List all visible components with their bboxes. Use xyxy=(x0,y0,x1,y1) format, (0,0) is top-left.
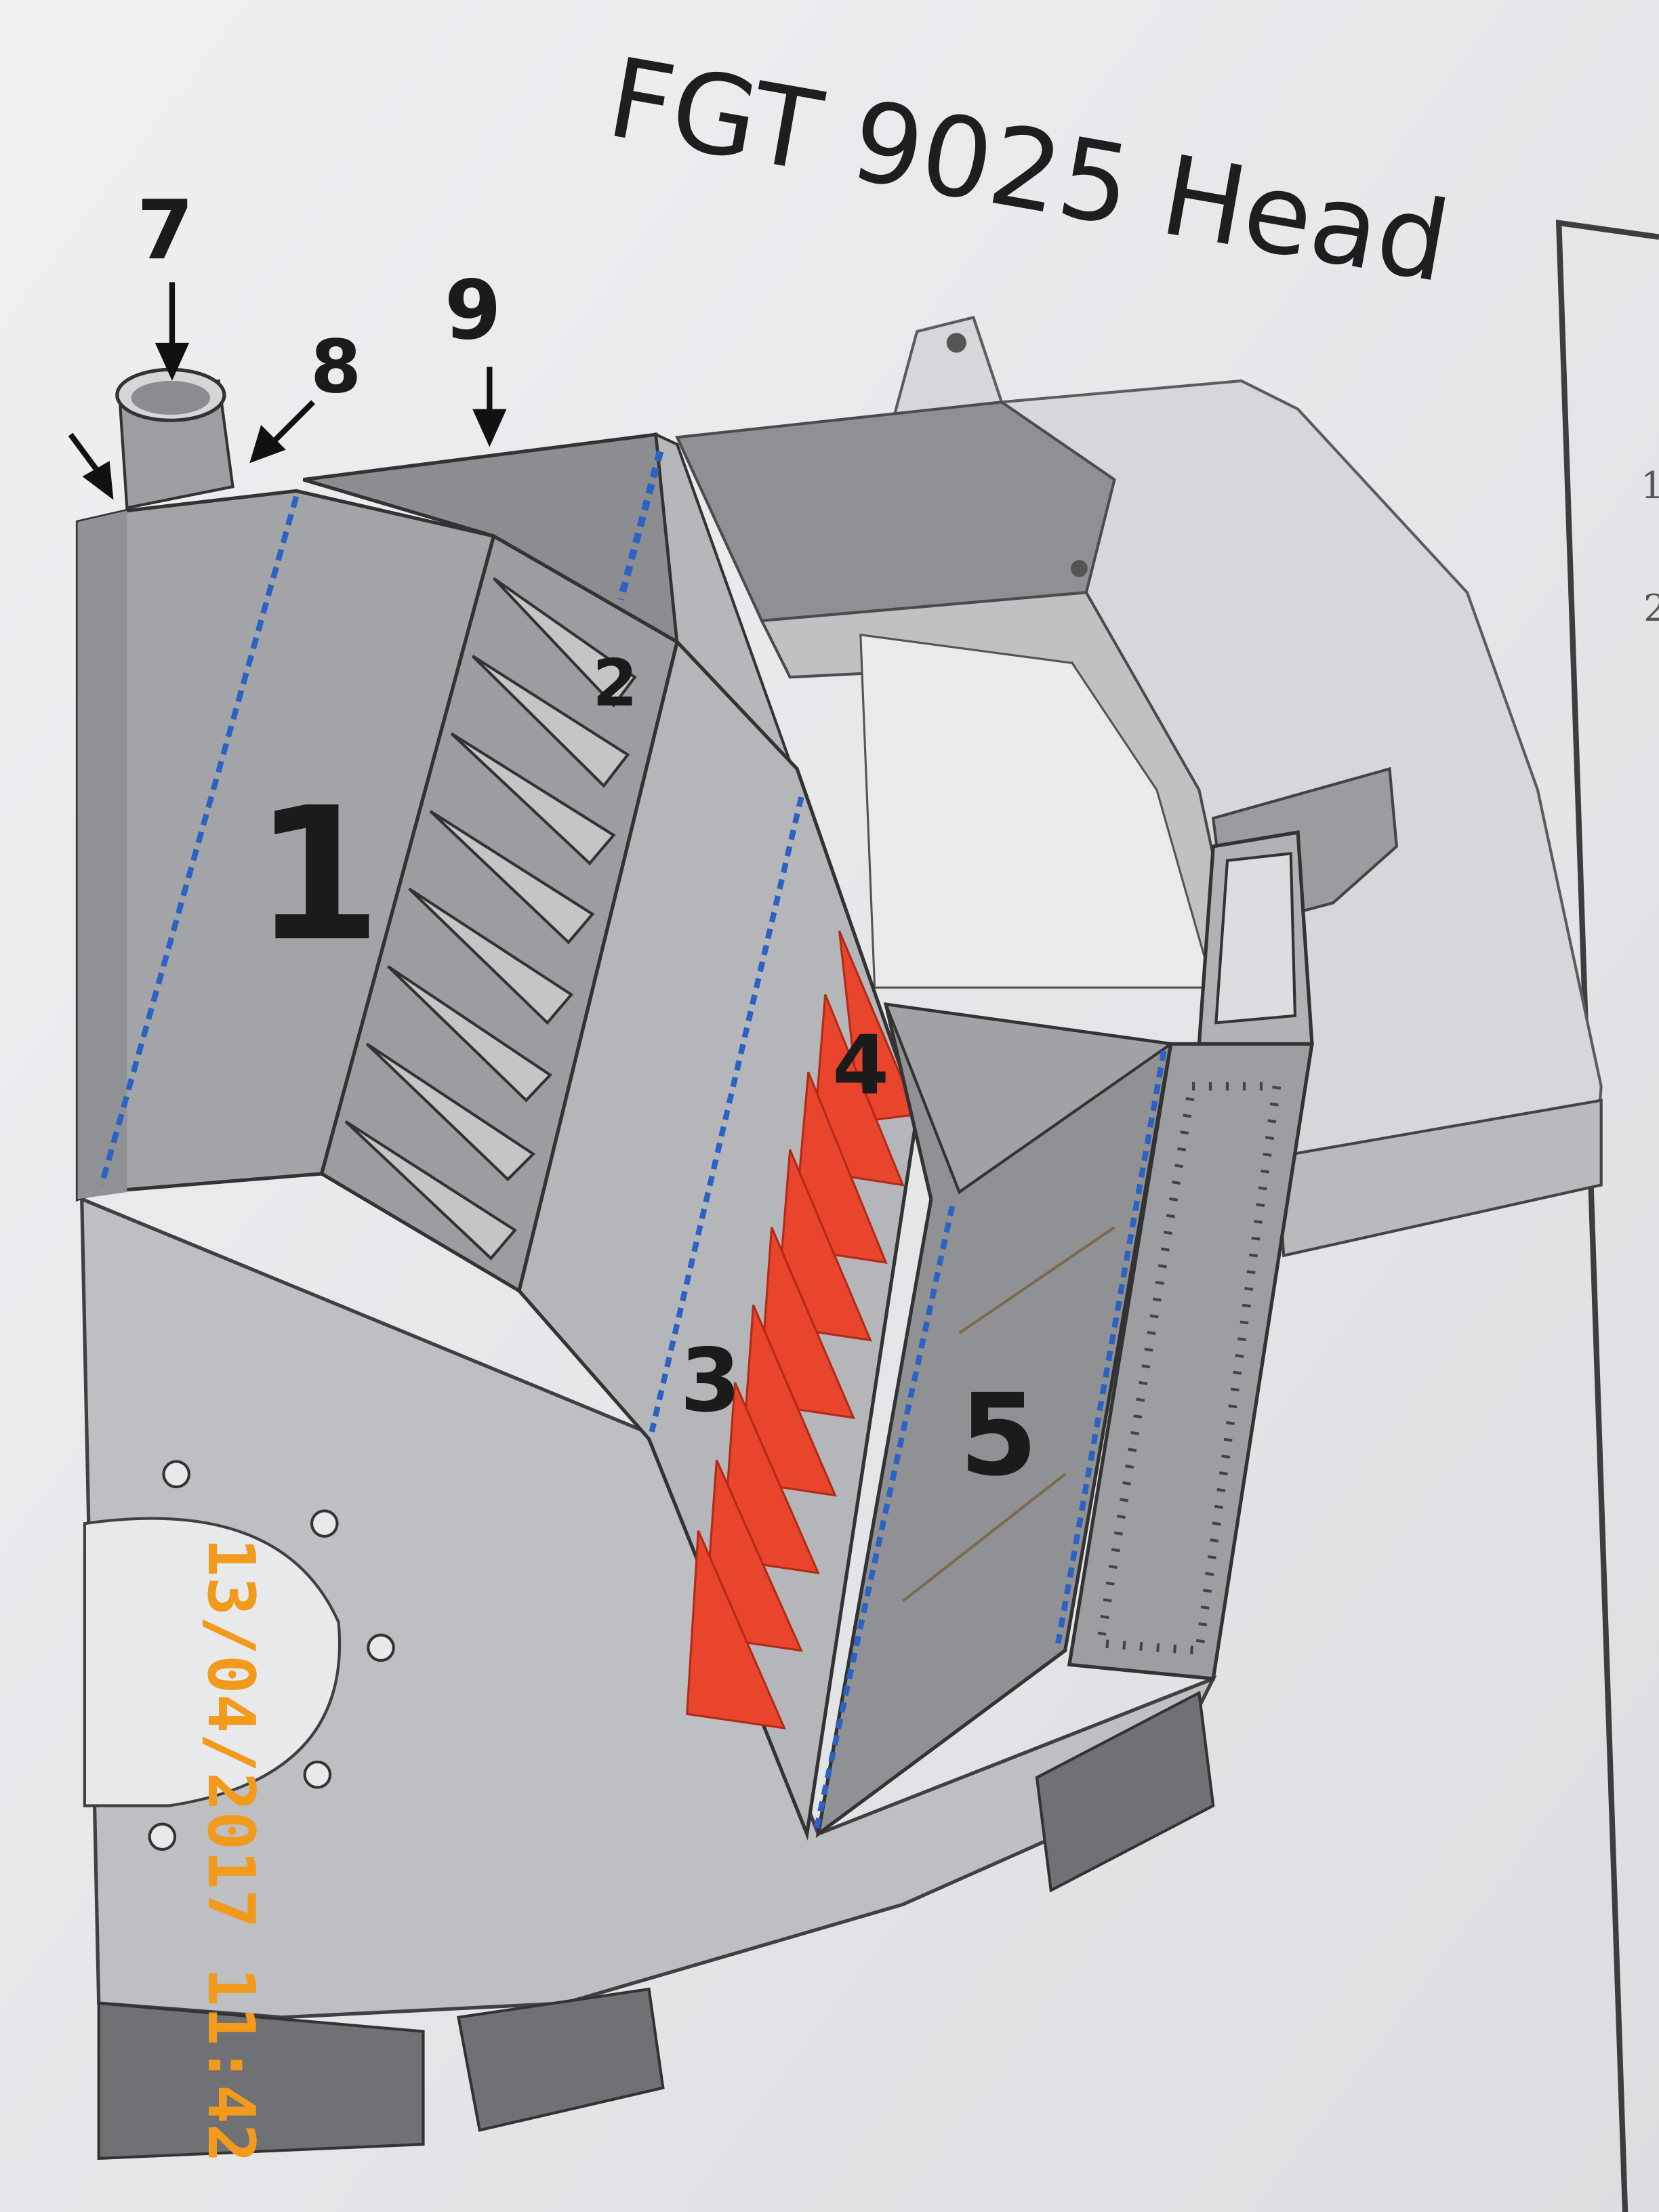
callout-4: 4 xyxy=(832,1018,889,1113)
panel-3 xyxy=(517,638,919,1841)
weld-line-3 xyxy=(649,796,804,1433)
deflector-blades xyxy=(344,577,637,1261)
weld-line-5a xyxy=(813,1205,956,1835)
callout-9: 9 xyxy=(445,264,501,359)
base-opening xyxy=(83,1517,342,1807)
callout-2: 2 xyxy=(592,645,638,721)
side-panel-border xyxy=(1555,220,1659,2212)
callout-1: 1 xyxy=(254,768,382,981)
wear-plates-4 xyxy=(686,930,919,1729)
callout-3: 3 xyxy=(680,1330,741,1432)
weld-line-1 xyxy=(98,495,300,1186)
callout-8: 8 xyxy=(310,325,361,410)
bolt-holes xyxy=(148,1460,395,1851)
callout-arrows xyxy=(68,282,507,500)
rear-frame xyxy=(675,315,1603,1258)
inlet-pipe xyxy=(115,367,234,510)
grate-column xyxy=(1067,830,1314,1681)
callout-5: 5 xyxy=(960,1370,1038,1501)
callout-7: 7 xyxy=(137,183,194,278)
base-legs xyxy=(97,1690,1215,2160)
side-panel-item-1: 1 xyxy=(1641,464,1659,507)
photo-timestamp: 13/04/2017 11:42 xyxy=(193,1538,269,2163)
weld-line-9 xyxy=(617,450,664,601)
side-panel-item-2: 2 xyxy=(1643,587,1659,630)
